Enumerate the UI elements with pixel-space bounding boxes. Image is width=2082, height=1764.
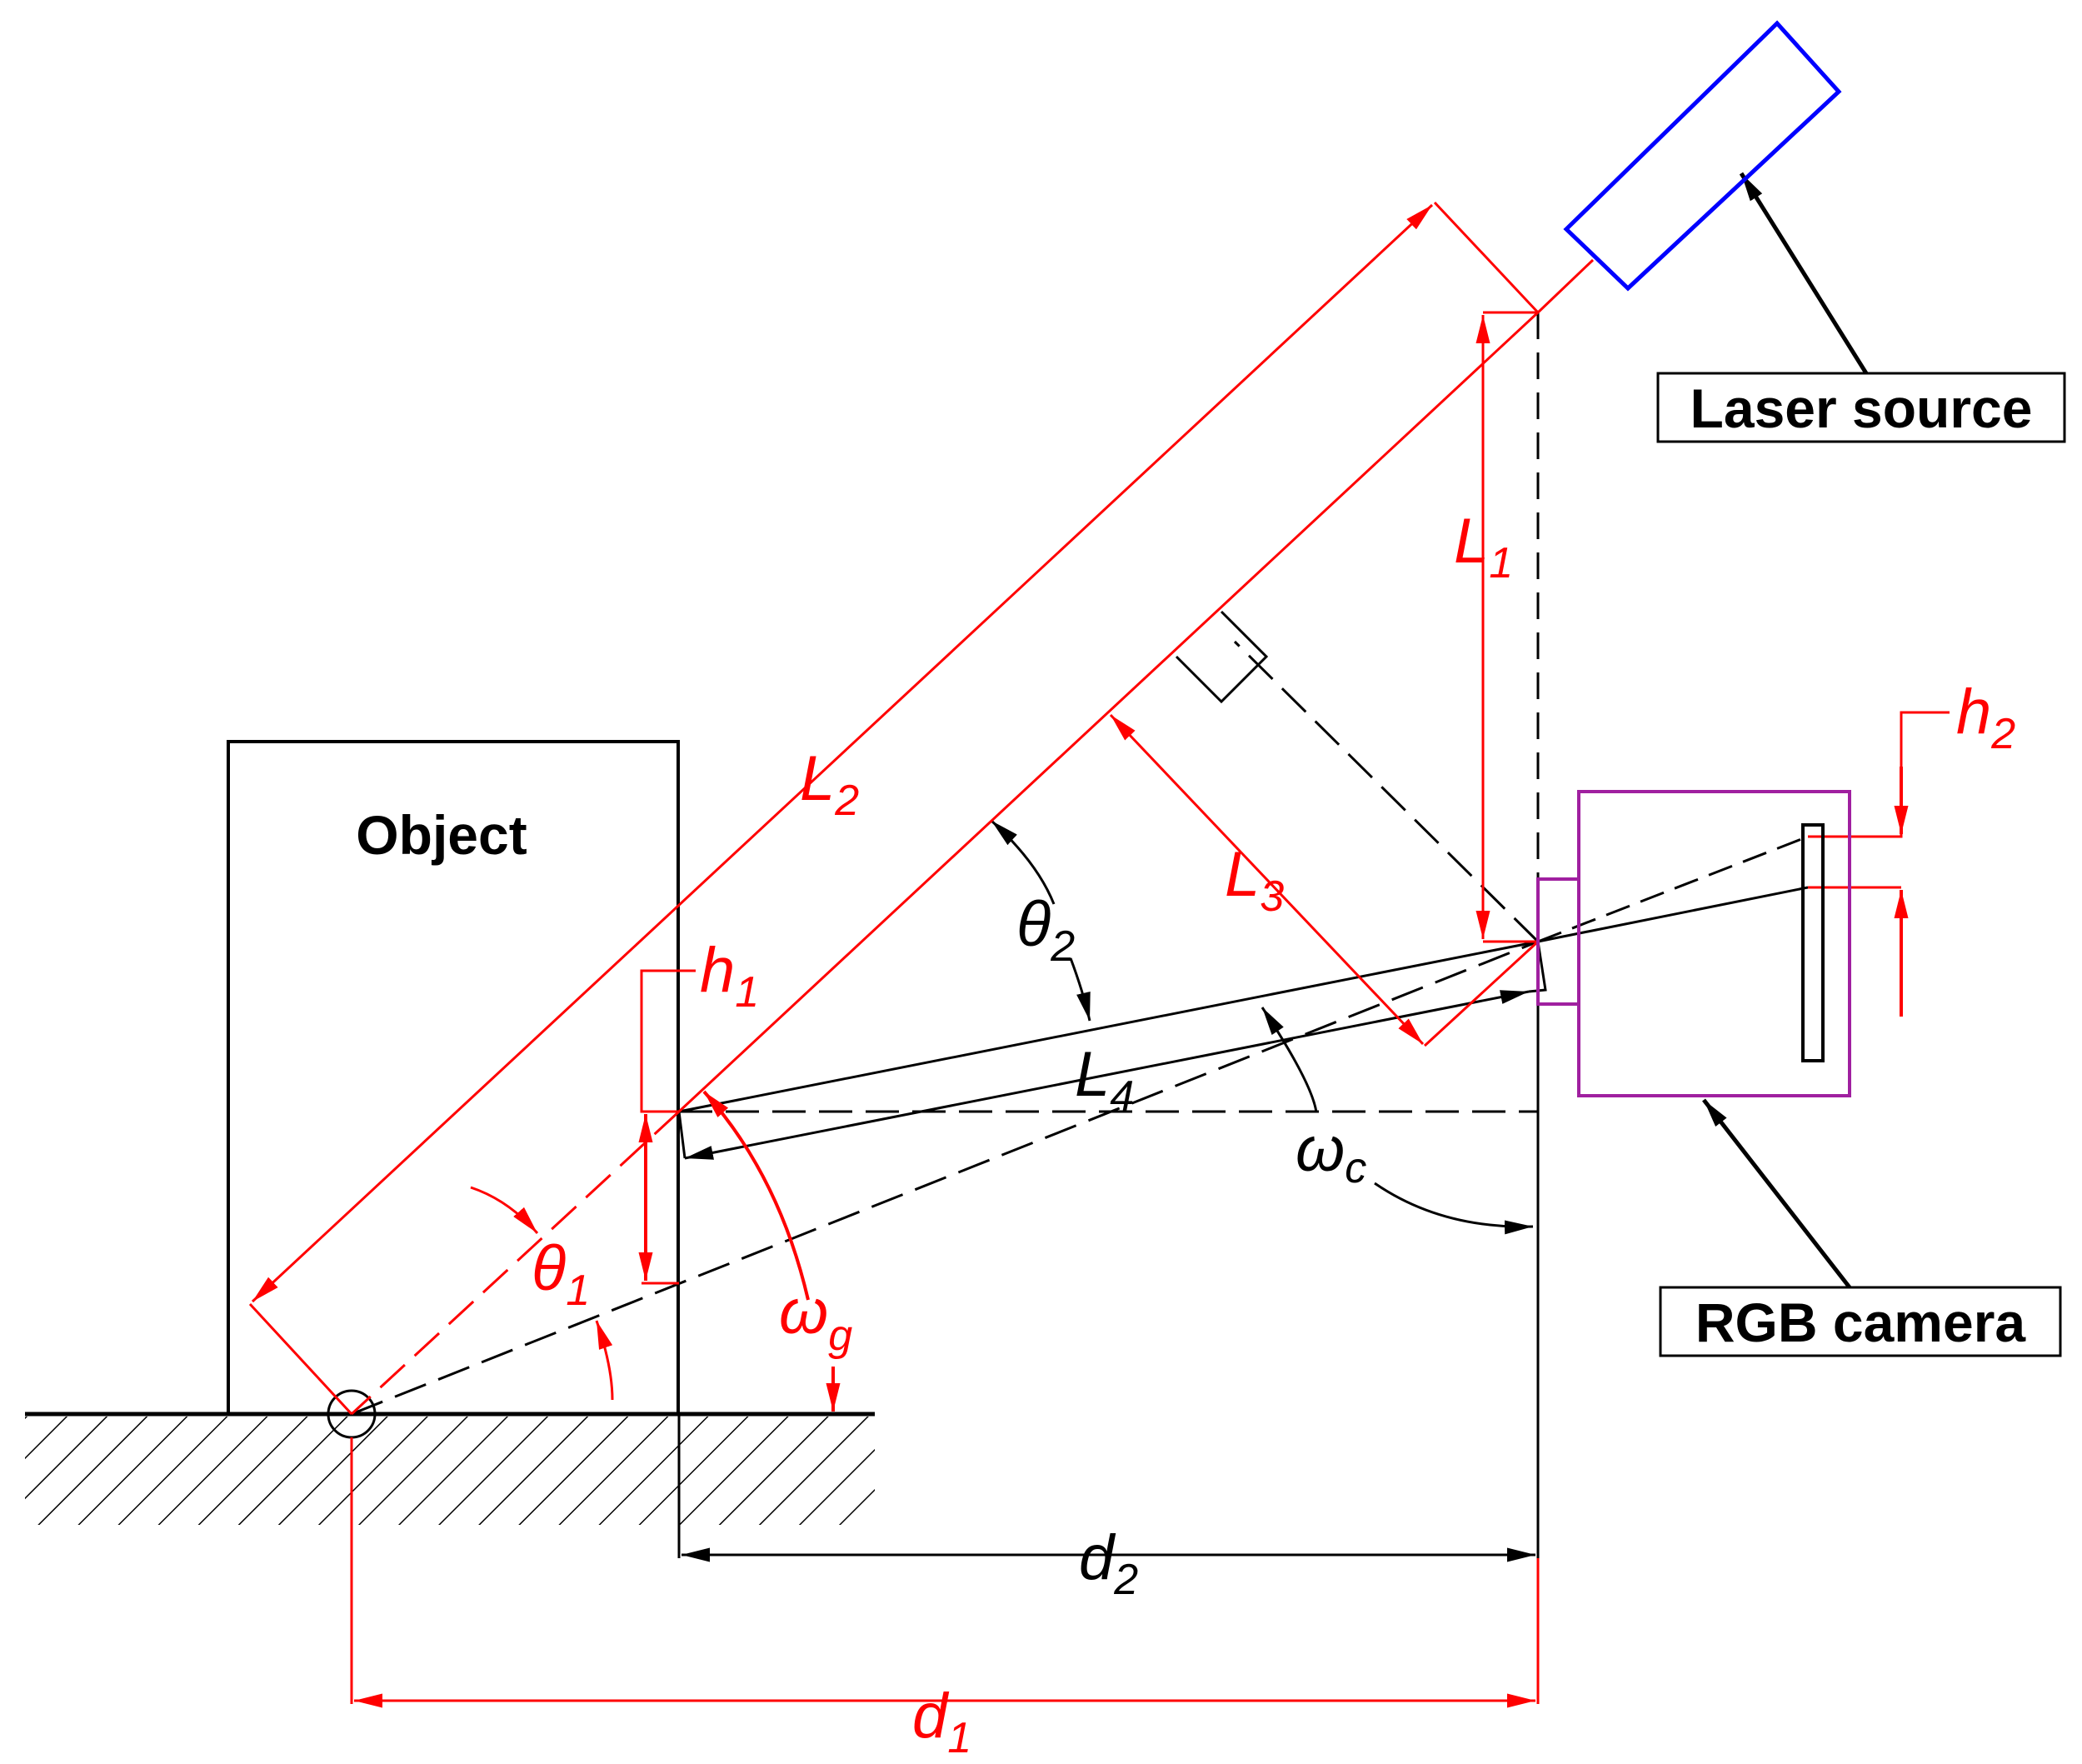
symbol-labels: L1 L2 L3 L4 h1 h2 θ1 θ2 ωg ωc d1 d2	[532, 506, 2015, 1762]
camera-lens	[1536, 877, 1580, 1006]
L4-label: L4	[1075, 1039, 1134, 1121]
omega-g-arc	[702, 1090, 810, 1301]
L2-dimension	[251, 203, 1434, 1303]
theta1-label: θ1	[532, 1233, 590, 1315]
L2-extension-top	[1433, 201, 1540, 314]
rgb-camera-callout: RGB camera	[1659, 1286, 2062, 1357]
omega-c-arc	[1261, 1007, 1318, 1113]
laser-source-callout: Laser source	[1656, 372, 2066, 443]
L4-end-tick-left	[677, 1111, 687, 1159]
rgb-camera-label: RGB camera	[1695, 1292, 2026, 1353]
theta1-arc-top	[470, 1186, 539, 1234]
h1-top-leader	[640, 969, 696, 1113]
L1-label: L1	[1454, 506, 1513, 587]
laser-source-label-box	[1656, 372, 2066, 443]
laser-beam-extension	[350, 1110, 681, 1416]
h2-label: h2	[1956, 677, 2015, 758]
L2-label: L2	[800, 743, 859, 825]
h2-top-leader	[1808, 711, 1950, 838]
L3-label: L3	[1225, 839, 1284, 921]
h1-label: h1	[700, 935, 759, 1017]
omega-g-label: ωg	[779, 1277, 852, 1360]
L4-end-tick-right	[1528, 941, 1547, 993]
ground	[25, 1412, 875, 1525]
rgb-camera-label-box	[1659, 1286, 2062, 1357]
laser-geometry	[248, 201, 1950, 1708]
object: Object	[227, 740, 680, 1416]
construction-lines	[351, 172, 1869, 1562]
theta2-label: θ2	[1016, 889, 1075, 971]
camera-ray-solid	[1537, 886, 1809, 943]
omega-c-label: ωc	[1296, 1114, 1366, 1192]
L2-extension-bottom	[248, 1302, 353, 1416]
laser-beam-to-source	[1536, 258, 1595, 314]
L3-dimension	[1109, 713, 1425, 1046]
rgb-camera	[1536, 790, 1851, 1097]
L3-extension	[1423, 940, 1540, 1047]
object-label: Object	[356, 804, 527, 866]
right-angle-marker	[1175, 610, 1269, 704]
d1-label: d1	[912, 1681, 971, 1762]
d2-label: d2	[1079, 1522, 1138, 1604]
omega-c-leader	[1374, 1182, 1534, 1235]
theta1-arc-bottom	[595, 1320, 614, 1401]
laser-source	[1563, 20, 1842, 292]
laser-pointer-arrow	[1739, 172, 1869, 375]
laser-source-label: Laser source	[1690, 377, 2033, 439]
ground-hatching	[25, 1417, 875, 1525]
camera-ray-dashed	[1537, 835, 1809, 943]
camera-sensor	[1801, 823, 1825, 1062]
camera-pointer-arrow	[1702, 1098, 1851, 1289]
